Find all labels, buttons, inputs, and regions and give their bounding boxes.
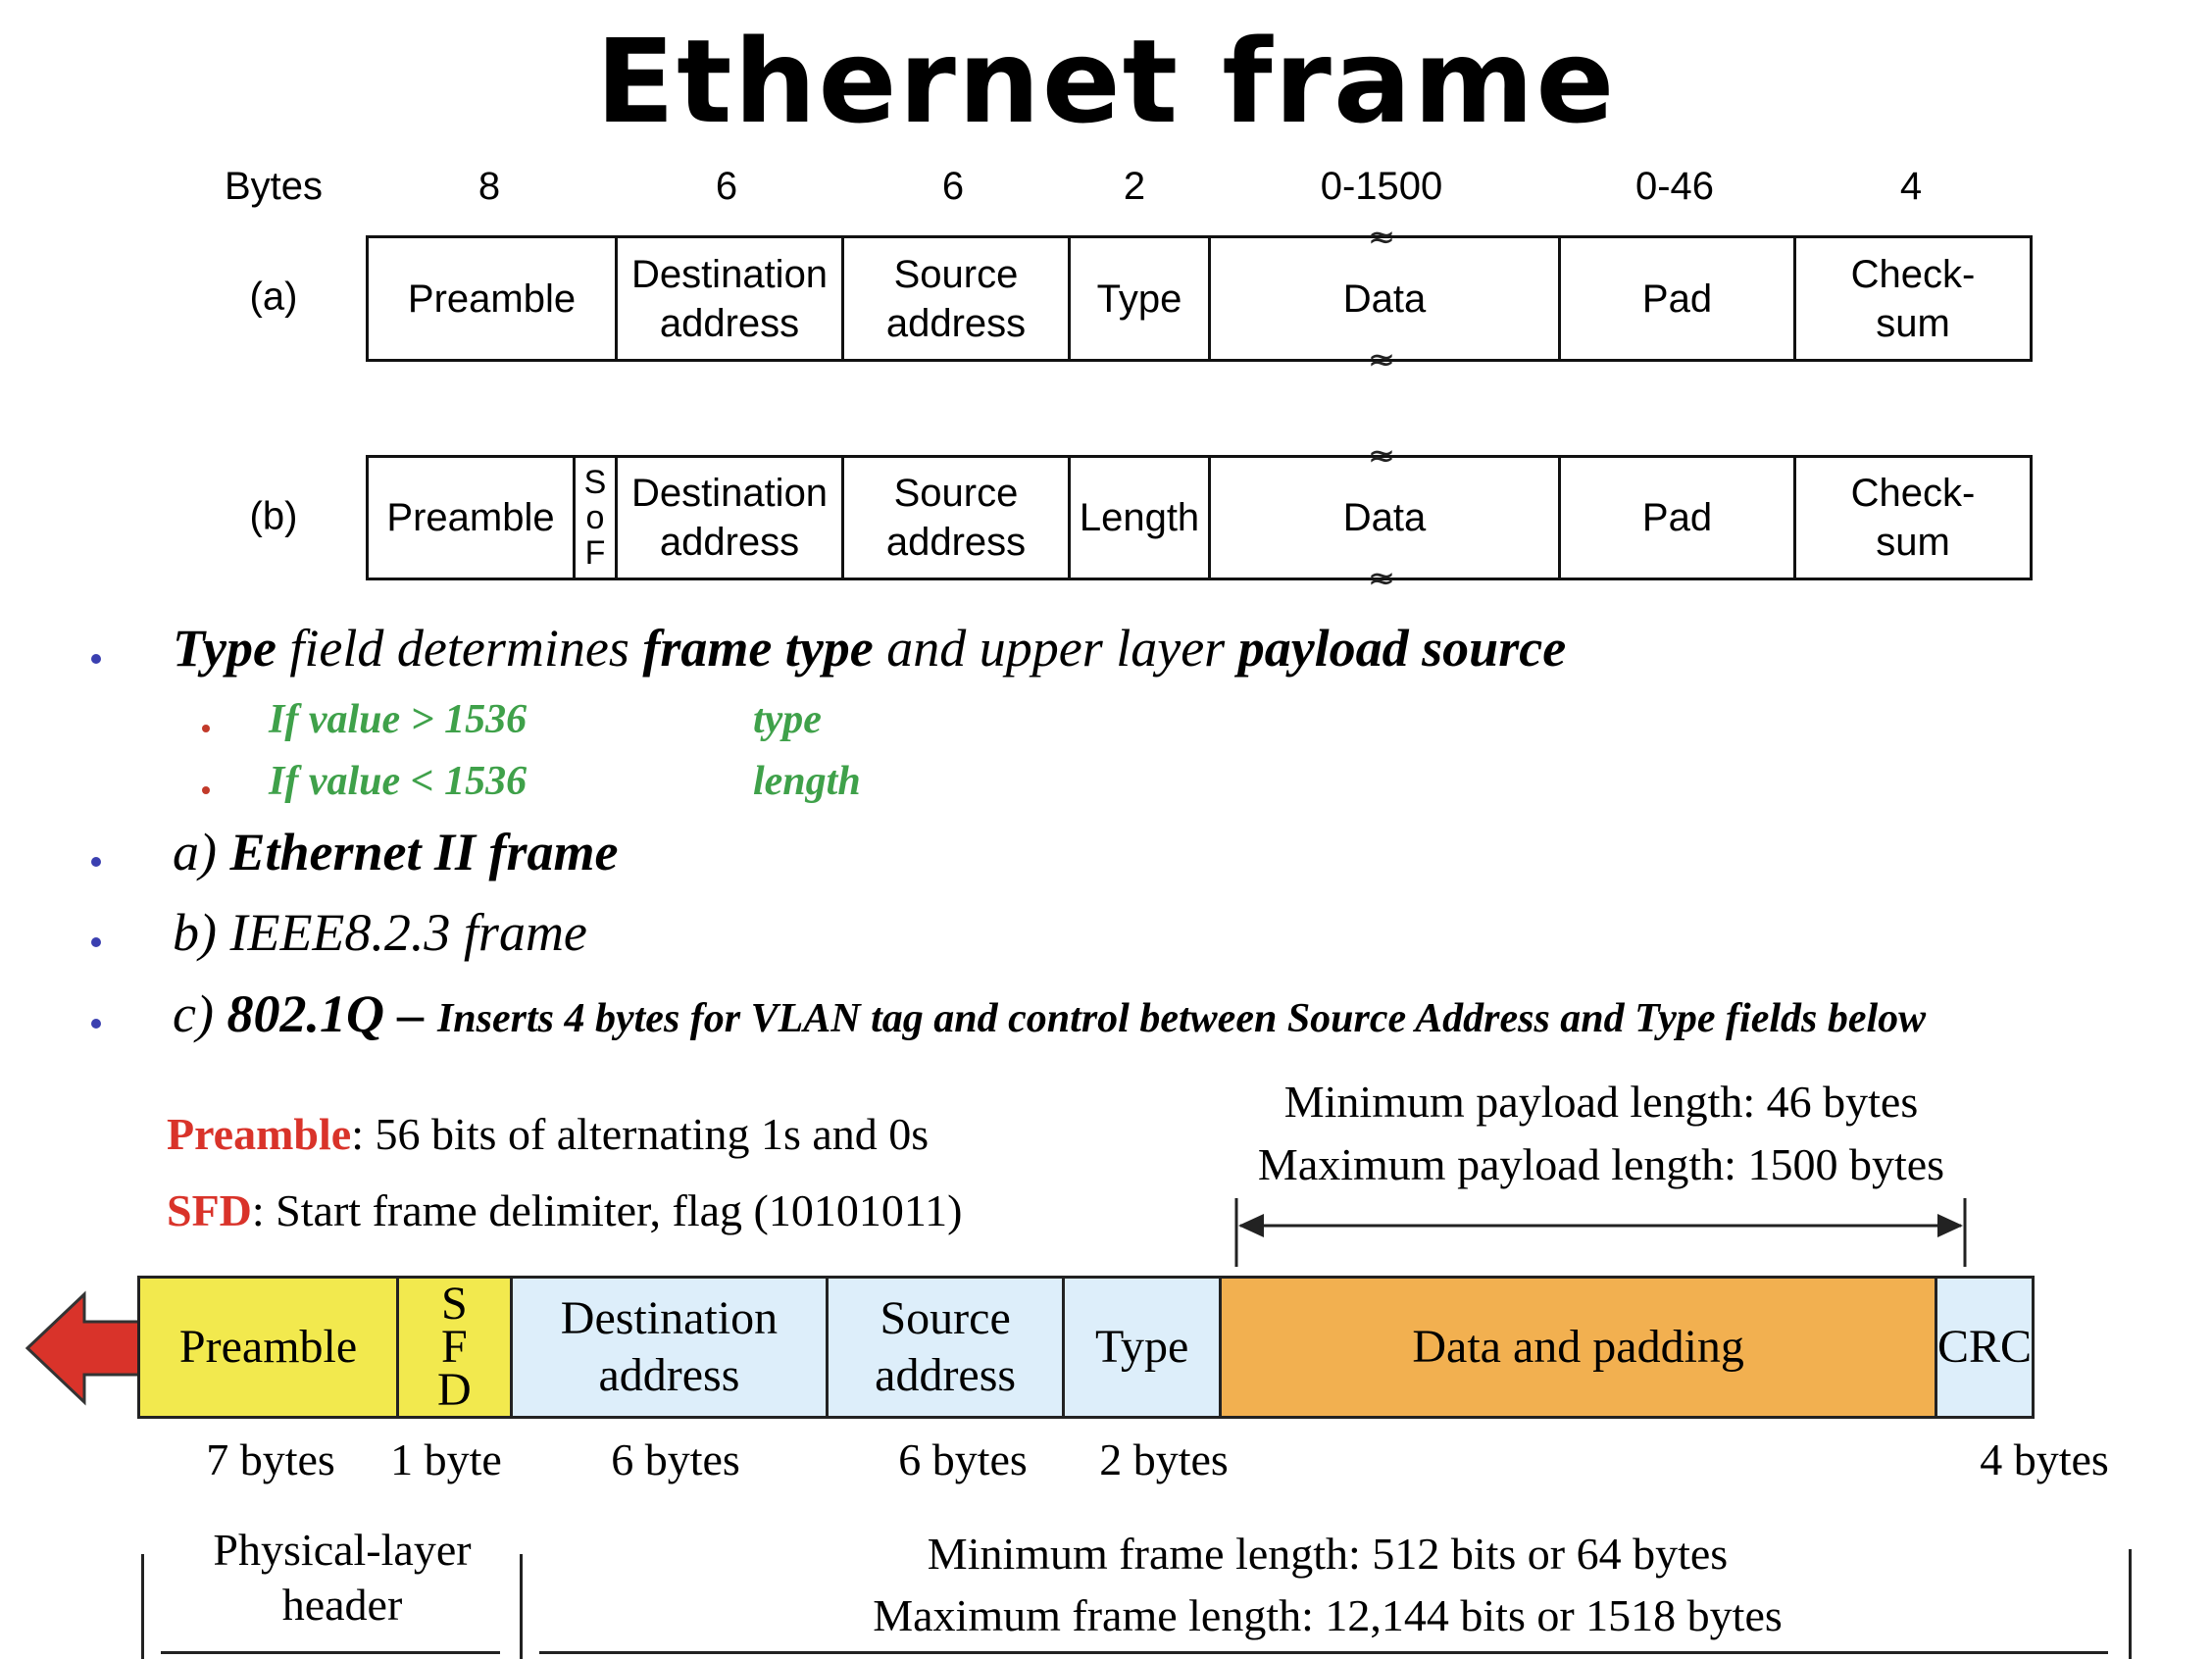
payload-max-label: Maximum payload length: 1500 bytes: [1257, 1139, 1945, 1189]
size-crc: 4 bytes: [1980, 1434, 2109, 1484]
frame-b-source-address: Source address: [844, 458, 1071, 578]
frame-a-source-address: Source address: [844, 238, 1071, 359]
sub-bullet-result-1: type: [753, 697, 822, 742]
bullet-ethernet-ii-term: Ethernet II frame: [229, 823, 619, 881]
bullet-8021q-detail: Inserts 4 bytes for VLAN tag and control…: [436, 996, 1927, 1041]
ethernet-frame-diagram: Preamble S F D Destination address Sourc…: [137, 1276, 2035, 1419]
bullet-text: a): [173, 823, 230, 881]
bullet-icon: [202, 725, 210, 732]
frame-a-destination-address: Destination address: [618, 238, 844, 359]
bullet-ethernet-ii: a) Ethernet II frame: [173, 822, 619, 882]
bracket-line: [161, 1651, 500, 1654]
bullet-icon: [91, 1019, 101, 1029]
frame-c-type: Type: [1064, 1279, 1223, 1416]
frame-a-preamble: Preamble: [369, 238, 618, 359]
bullet-type-field-term: Type: [173, 619, 276, 678]
frame-b-label: (b): [249, 494, 298, 538]
bullet-text: c): [173, 984, 227, 1043]
bullet-icon: [202, 786, 210, 794]
bullet-text: and upper layer: [873, 619, 1238, 678]
slide-title: Ethernet frame: [595, 14, 1617, 149]
frame-b-preamble: Preamble: [369, 458, 576, 578]
frame-a-data: Data: [1211, 238, 1561, 359]
preamble-term: Preamble: [167, 1109, 352, 1159]
bracket-line: [520, 1554, 523, 1659]
break-mark-icon: ≈: [1367, 559, 1396, 598]
preamble-note: Preamble: 56 bits of alternating 1s and …: [167, 1108, 929, 1160]
frame-c-destination-address: Destination address: [512, 1279, 830, 1416]
sfd-note: SFD: Start frame delimiter, flag (101010…: [167, 1184, 962, 1236]
payload-span-arrow: [1234, 1198, 1967, 1267]
frame-min-label: Minimum frame length: 512 bits or 64 byt…: [927, 1529, 1729, 1579]
frame-c-preamble: Preamble: [140, 1279, 400, 1416]
frame-b-sof: S o F: [576, 458, 618, 578]
size-preamble: 7 bytes: [206, 1434, 335, 1484]
bullet-frame-type: frame type: [642, 619, 874, 678]
bullet-ieee-frame: b) IEEE8.2.3 frame: [173, 903, 587, 962]
bullet-text: field determines: [276, 619, 643, 678]
preamble-desc: : 56 bits of alternating 1s and 0s: [351, 1109, 930, 1159]
frame-max-label: Maximum frame length: 12,144 bits or 151…: [873, 1590, 1783, 1640]
size-destination: 6 bytes: [611, 1434, 740, 1484]
byte-size-preamble: 8: [478, 165, 501, 208]
frame-b-pad: Pad: [1561, 458, 1796, 578]
frame-c-sfd: S F D: [399, 1279, 513, 1416]
byte-size-data: 0-1500: [1320, 165, 1443, 208]
frame-b-length: Length: [1071, 458, 1211, 578]
bullet-icon: [91, 857, 101, 867]
size-source: 6 bytes: [898, 1434, 1028, 1484]
sub-bullet-result-2: length: [753, 759, 861, 804]
bullet-icon: [91, 654, 101, 664]
size-sfd: 1 byte: [390, 1434, 502, 1484]
bracket-line: [141, 1554, 144, 1659]
physical-layer-header-label: Physical-layer header: [213, 1525, 472, 1630]
frame-b-data: Data: [1211, 458, 1561, 578]
bullet-8021q-term: 802.1Q –: [226, 984, 437, 1043]
bytes-label: Bytes: [224, 165, 324, 208]
frame-a-type: Type: [1071, 238, 1211, 359]
frame-a: Preamble Destination address Source addr…: [366, 235, 2033, 362]
frame-c-crc: CRC: [1936, 1279, 2032, 1416]
bullet-payload-source: payload source: [1237, 619, 1567, 678]
break-mark-icon: ≈: [1367, 218, 1396, 257]
sfd-desc: : Start frame delimiter, flag (10101011): [251, 1185, 963, 1235]
frame-c-source-address: Source address: [829, 1279, 1065, 1416]
frame-b-checksum: Check- sum: [1850, 472, 1976, 564]
byte-size-pad: 0-46: [1634, 165, 1715, 208]
frame-a-label: (a): [249, 275, 298, 319]
break-mark-icon: ≈: [1367, 436, 1396, 476]
bracket-line: [2129, 1549, 2132, 1659]
frame-a-checksum: Check- sum: [1850, 252, 1976, 345]
payload-min-label: Minimum payload length: 46 bytes: [1283, 1077, 1919, 1127]
frame-b-destination-address: Destination address: [618, 458, 844, 578]
frame-b: Preamble S o F Destination address Sourc…: [366, 455, 2033, 580]
byte-size-type: 2: [1123, 165, 1146, 208]
size-type: 2 bytes: [1099, 1434, 1229, 1484]
sub-bullet-condition-2: If value < 1536: [269, 759, 528, 804]
bullet-type-field: Type field determines frame type and upp…: [173, 618, 1566, 679]
bullet-8021q: c) 802.1Q – Inserts 4 bytes for VLAN tag…: [173, 983, 1926, 1044]
byte-size-source: 6: [941, 165, 965, 208]
sfd-term: SFD: [167, 1185, 252, 1235]
bullet-icon: [91, 937, 101, 947]
bracket-line: [539, 1651, 2108, 1654]
transmission-direction-arrow-icon: [25, 1290, 141, 1406]
frame-c-data-and-padding: Data and padding: [1222, 1279, 1937, 1416]
byte-size-destination: 6: [715, 165, 738, 208]
sub-bullet-condition-1: If value > 1536: [269, 697, 528, 742]
frame-a-pad: Pad: [1561, 238, 1796, 359]
byte-size-checksum: 4: [1899, 165, 1923, 208]
break-mark-icon: ≈: [1367, 340, 1396, 379]
